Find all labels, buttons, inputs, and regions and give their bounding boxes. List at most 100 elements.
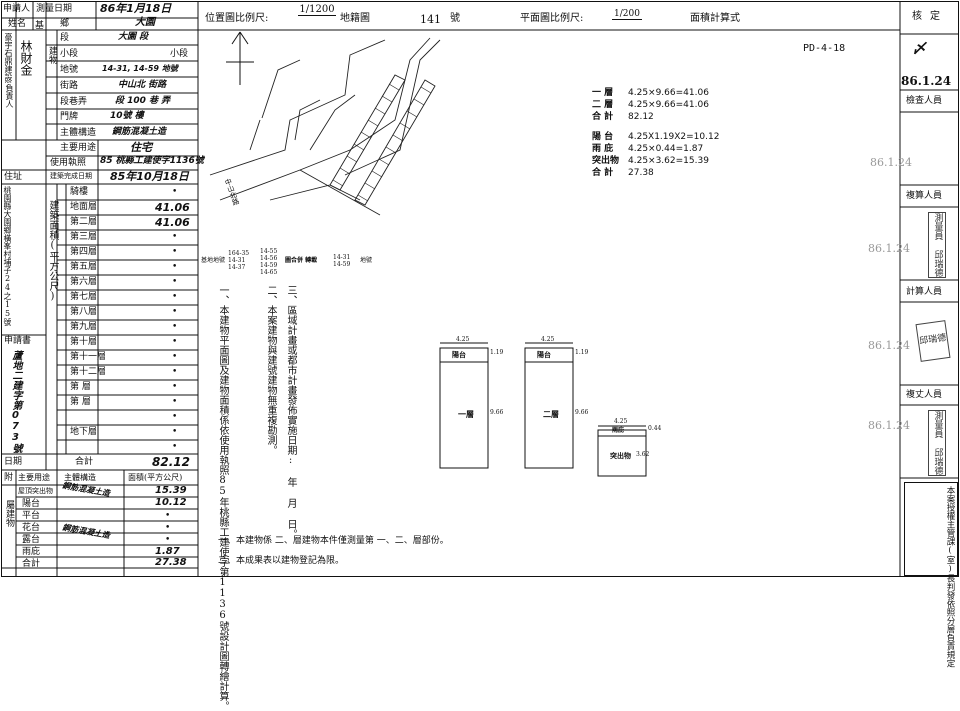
stamp-text: 測量員 邱瑞德 [932, 213, 943, 277]
row-label-lot: 地號 [60, 65, 79, 75]
map-lot-c: 14-59 [333, 261, 351, 268]
floor-label: 騎樓 [70, 187, 89, 197]
floor-label: 第七層 [70, 292, 98, 302]
map-lot-c-suffix: 地號 [360, 257, 373, 264]
total-value: 82.12 [152, 455, 190, 469]
plan1-width: 4.25 [456, 336, 470, 343]
floor-label: 第 層 [70, 382, 91, 392]
row-value-subsection: 小段 [170, 49, 189, 59]
map-lot-a: 164-35 [228, 250, 250, 257]
annex-area: 1.87 [155, 546, 180, 557]
use-label: 主要用途 [60, 143, 97, 153]
row-value-lane: 段 100 巷 弄 [115, 96, 171, 106]
location-scale-value: 1/1200 [299, 4, 335, 15]
annex-use: 屋頂突出物 [18, 487, 53, 495]
survey-date-right: 86.1.24 [868, 419, 910, 432]
permit-value: 85 桃縣工建使字1136號 [100, 156, 204, 166]
applicant-label: 申請人 [3, 4, 31, 14]
location-scale-label: 位置圖比例尺: [205, 13, 269, 24]
plan1-balcony: 陽台 [452, 350, 466, 359]
floor-plan-lines [439, 342, 647, 477]
total-label: 合計 [75, 457, 94, 467]
annex-header-side: 附 [4, 473, 14, 483]
floor-label: 地下層 [70, 427, 98, 437]
floor-label: 第十一層 [70, 352, 107, 362]
annex-area: 10.12 [155, 497, 187, 508]
approve-signature: 〆 [912, 41, 926, 57]
floor-value: • [172, 307, 178, 317]
complete-date: 85年10月18日 [110, 170, 189, 183]
floor-value: 41.06 [155, 216, 190, 229]
rep-label: 負責人 [5, 84, 14, 108]
floor-value: • [172, 352, 178, 362]
permit-label: 使用執照 [50, 158, 87, 168]
floor-label: 第十層 [70, 337, 98, 347]
survey-person-label: 複丈人員 [906, 390, 943, 400]
plan2-height: 9.66 [575, 409, 589, 416]
floor-label: 地面層 [70, 202, 98, 212]
form-grid-lines [1, 1, 959, 577]
floor-value: • [172, 337, 178, 347]
plan2-floor-label: 二層 [543, 409, 559, 419]
note-2: 二、本案建物與建號建物無重複勘測。 [265, 285, 276, 455]
address-label: 住址 [4, 172, 23, 182]
map-lot-a: 14-31 [228, 257, 246, 264]
name-label: 姓名 [8, 19, 27, 29]
recheck-stamp: 測量員 邱瑞德 [928, 212, 946, 278]
floor-label: 第十二層 [70, 367, 107, 377]
footer-note-box: 本案授權主管課(室)長判發依照分層負責規定 [904, 482, 958, 668]
row-value-section: 大園 段 [118, 32, 149, 42]
calc-label: 突出物 [592, 156, 620, 166]
plan-scale-value: 1/200 [614, 9, 640, 19]
floor-value: • [172, 262, 178, 272]
calc-expr: 82.12 [628, 112, 654, 122]
plan1-balcony-depth: 1.19 [490, 349, 504, 356]
area-group-label: 建築面積(平方公尺) [47, 200, 58, 302]
annex-use: 平台 [22, 511, 41, 521]
annex-header-use: 主要用途 [18, 473, 50, 482]
floor-label: 第八層 [70, 307, 98, 317]
floor-value: • [172, 382, 178, 392]
plan1-floor-label: 一層 [458, 409, 474, 419]
row-value-doorplate: 10號 樓 [110, 111, 144, 121]
row-value-street: 中山北 街路 [118, 80, 167, 90]
address: 桃園縣大園鄉橫峯村埔子24之15號 [3, 186, 11, 326]
annex-use: 露台 [22, 535, 41, 545]
building-group-label: 建物 [47, 46, 57, 64]
annex-area: 15.39 [155, 485, 187, 496]
roof-height: 3.62 [636, 451, 650, 458]
calc-date: 86.1.24 [868, 339, 910, 352]
roof-canopy-depth: 0.44 [648, 425, 662, 432]
calc-person-label: 計算人員 [906, 287, 943, 297]
annex-area: • [165, 511, 171, 521]
note-3: 三、區域計畫或都市計畫發佈實施日期: 年 月 日。 [285, 285, 296, 539]
map-lot-a: 14-37 [228, 264, 246, 271]
calc-expr: 4.25×9.66=41.06 [628, 88, 709, 98]
calc-label: 雨 庇 [592, 144, 614, 154]
location-map-lines [209, 37, 441, 216]
annex-use: 陽台 [22, 499, 41, 509]
survey-date: 86年1月18日 [100, 2, 172, 15]
cadastral-suffix: 號 [450, 13, 460, 24]
recheck-date: 86.1.24 [868, 242, 910, 255]
use-value: 住宅 [130, 141, 152, 154]
date-label: 日期 [4, 457, 23, 467]
calc-expr: 4.25×9.66=41.06 [628, 100, 709, 110]
approve-date: 86.1.24 [901, 74, 952, 88]
floor-value: • [172, 277, 178, 287]
floor-value: • [172, 322, 178, 332]
roof-label: 突出物 [610, 451, 631, 460]
roof-width: 4.25 [614, 418, 628, 425]
calc-label: 合 計 [592, 168, 614, 178]
floor-label: 第四層 [70, 247, 98, 257]
floor-label: 第二層 [70, 217, 98, 227]
recheck-label: 複算人員 [906, 191, 943, 201]
annex-side-label: 屬建物 [4, 500, 14, 527]
floor-value: • [172, 442, 178, 452]
floor-value: • [172, 367, 178, 377]
rep-name: 林財金 [19, 40, 33, 76]
floor-value: • [172, 187, 178, 197]
floor-label: 第六層 [70, 277, 98, 287]
calc-label: 一 層 [592, 88, 614, 98]
calc-label: 二 層 [592, 100, 614, 110]
